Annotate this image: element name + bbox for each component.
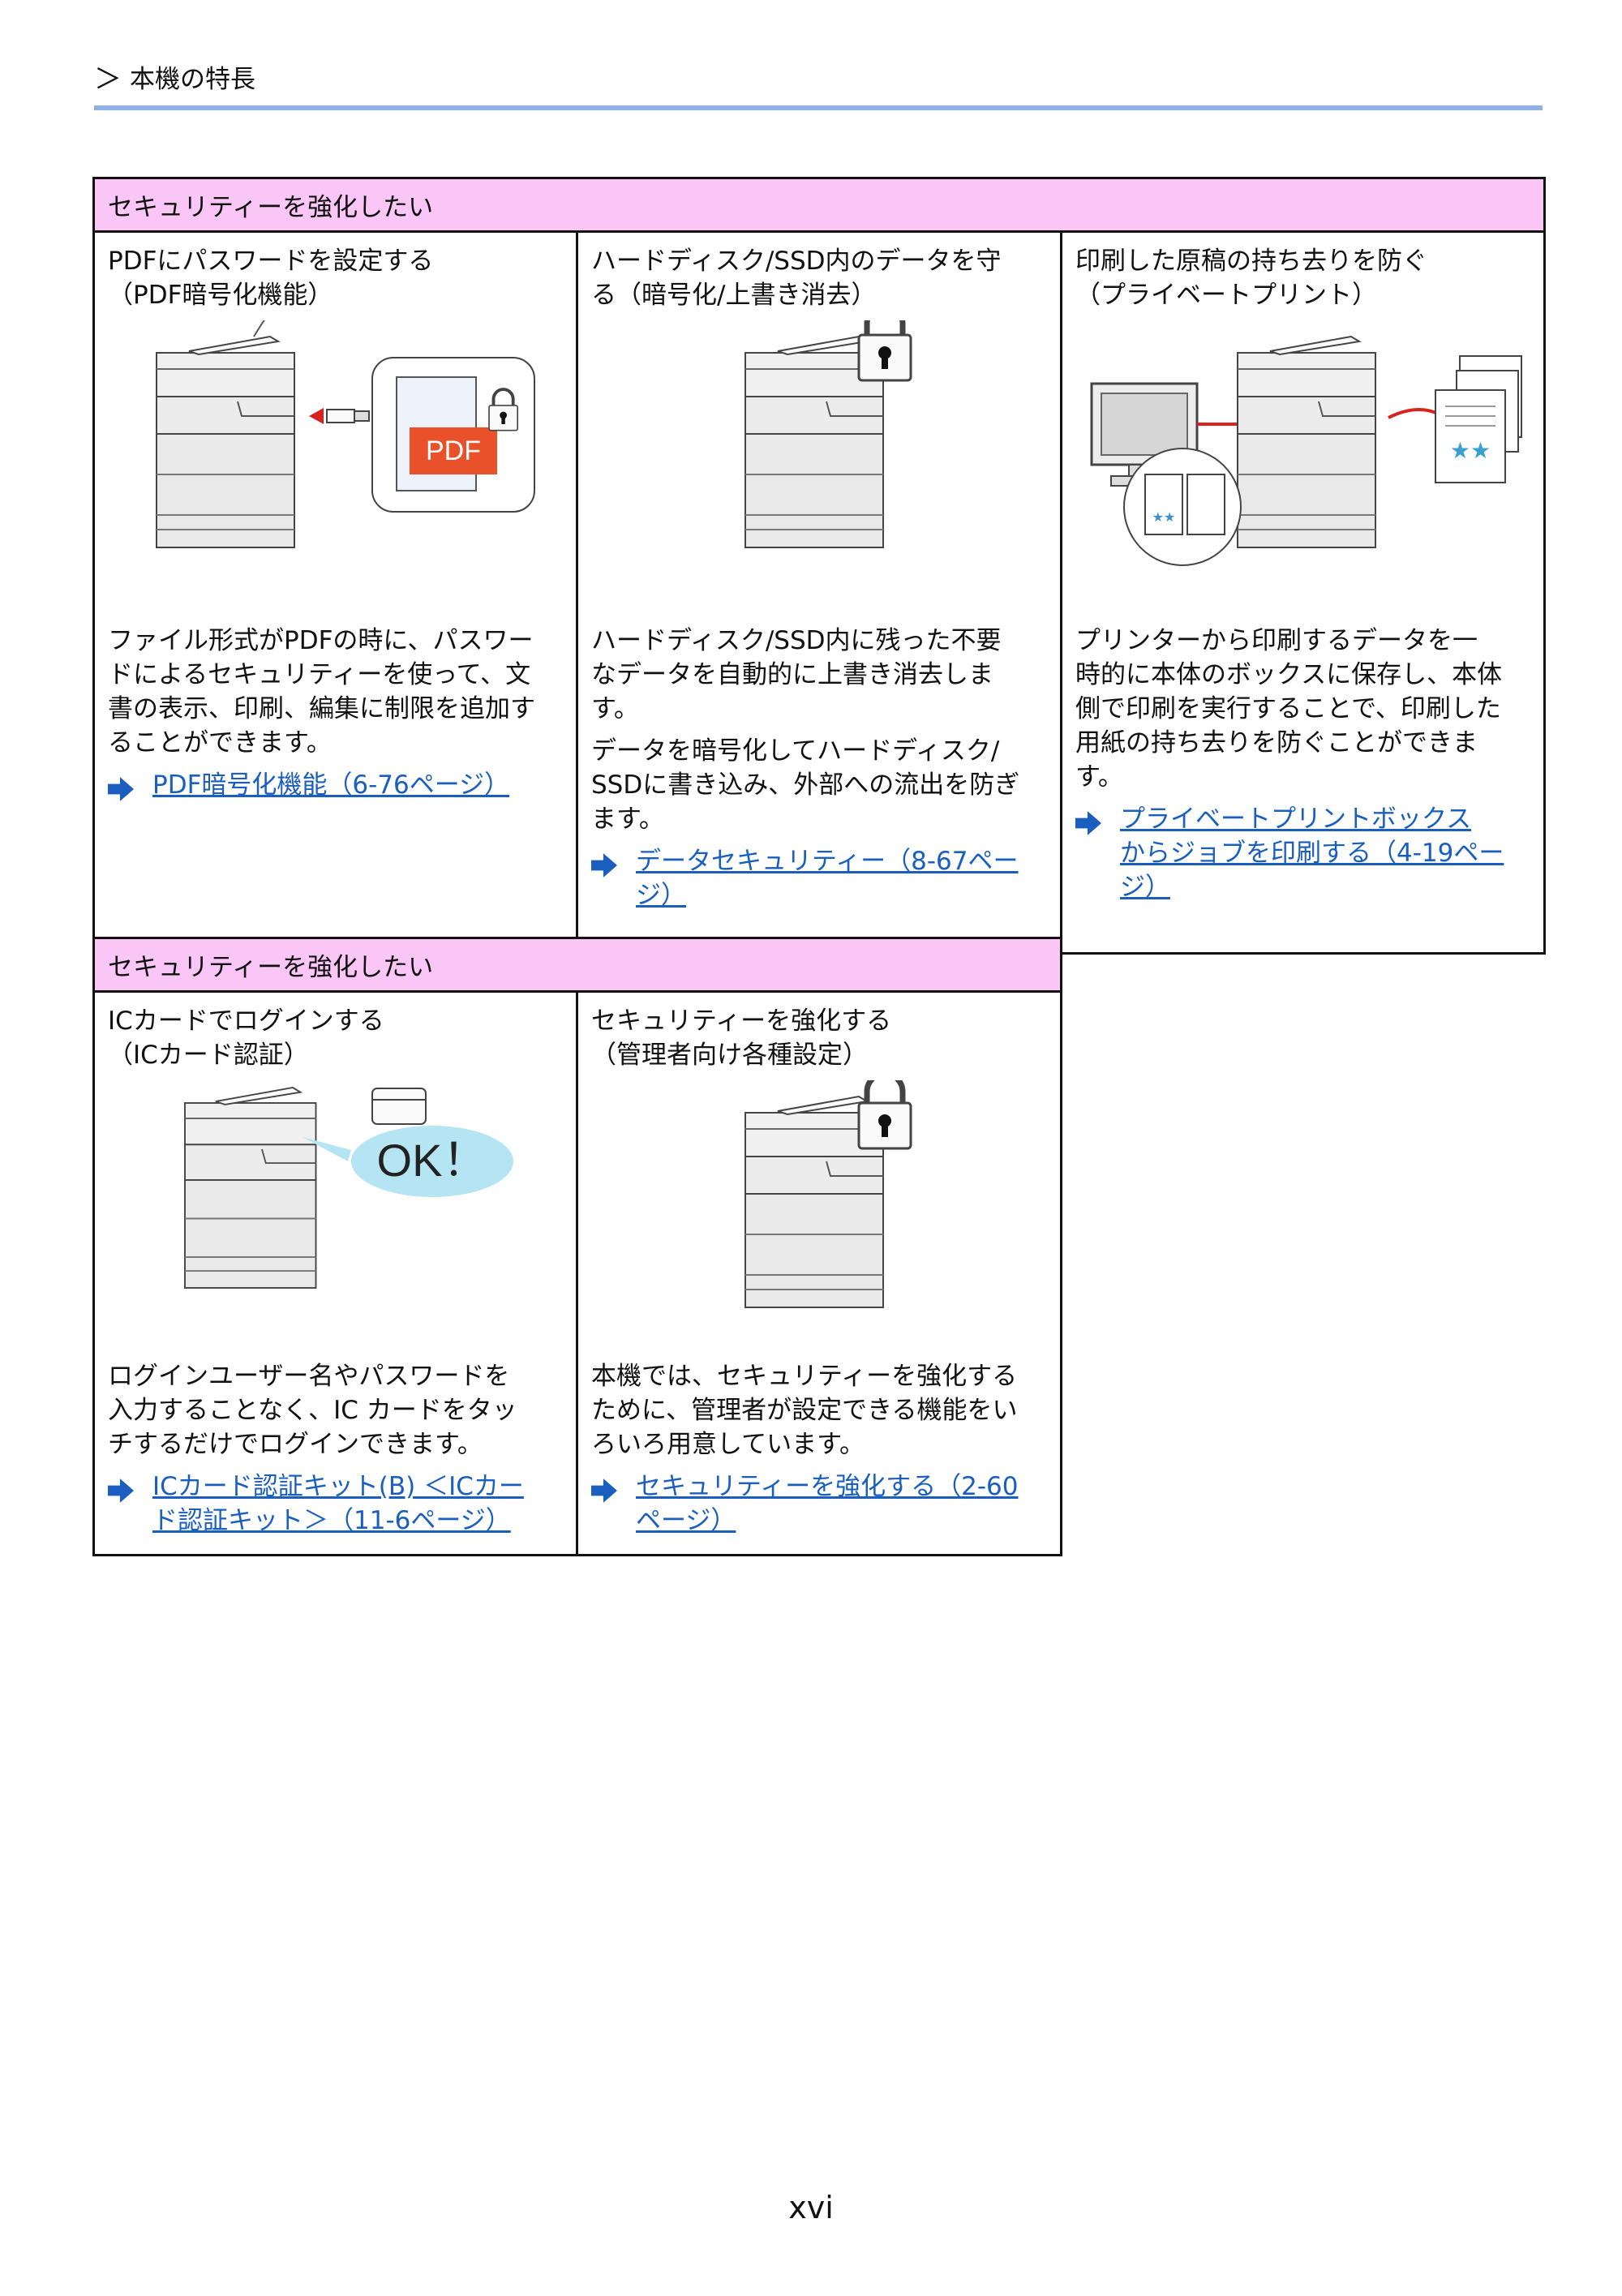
section-title: セキュリティーを強化したい [92, 937, 1063, 993]
feature-title: 印刷した原稿の持ち去りを防ぐ （プライベートプリント） [1075, 247, 1427, 310]
private-print-illustration: ★★ ★★ [1075, 320, 1530, 612]
feature-title: PDFにパスワードを設定する （PDF暗号化機能） [108, 247, 434, 310]
arrow-right-icon [591, 844, 636, 886]
feature-cell-pdf-encryption: PDFにパスワードを設定する （PDF暗号化機能） PDF [92, 230, 578, 955]
feature-description: ファイル形式がPDFの時に、パスワー ドによるセキュリティーを使って、文 書の表… [108, 626, 535, 757]
reference-link-row[interactable]: データセキュリティー（8-67ペー ジ） [591, 844, 1047, 912]
arrow-right-icon [1075, 802, 1120, 844]
feature-description: ログインユーザー名やパスワードを 入力することなく、IC カードをタッ チするだ… [108, 1362, 517, 1459]
arrow-right-icon [108, 768, 152, 810]
private-print-link[interactable]: プライベートプリントボックス からジョブを印刷する（4-19ペー ジ） [1120, 805, 1504, 902]
reference-link-row[interactable]: PDF暗号化機能（6-76ページ） [108, 768, 563, 810]
reference-link-row[interactable]: ICカード認証キット(B) ＜ICカー ド認証キット＞（11-6ページ） [108, 1470, 563, 1538]
feature-title: ICカードでログインする （ICカード認証） [108, 1006, 384, 1070]
pdf-encryption-illustration: PDF [108, 320, 563, 612]
arrow-right-icon [591, 1470, 636, 1512]
section-title: セキュリティーを強化したい [92, 177, 1546, 233]
feature-cell-data-security: ハードディスク/SSD内のデータを守 る（暗号化/上書き消去） ハードディスク/… [576, 230, 1062, 955]
pdf-encryption-link[interactable]: PDF暗号化機能（6-76ページ） [152, 770, 510, 800]
data-security-link[interactable]: データセキュリティー（8-67ペー ジ） [636, 847, 1019, 910]
feature-cell-admin-security: セキュリティーを強化する （管理者向け各種設定） 本機では、セキュリティーを強化… [575, 990, 1063, 1556]
breadcrumb: ＞ 本機の特長 [94, 57, 255, 97]
reference-link-row[interactable]: プライベートプリントボックス からジョブを印刷する（4-19ペー ジ） [1075, 802, 1530, 904]
pdf-label: PDF [426, 436, 481, 466]
feature-description-2: データを暗号化してハードディスク/ SSDに書き込み、外部への流出を防ぎ ます。 [591, 736, 1020, 834]
feature-description: 本機では、セキュリティーを強化する ために、管理者が設定できる機能をい ろいろ用… [591, 1362, 1018, 1459]
feature-description: プリンターから印刷するデータを一 時的に本体のボックスに保存し、本体 側で印刷を… [1075, 626, 1503, 792]
chevron-right-icon: ＞ [94, 63, 122, 96]
svg-text:★★: ★★ [1152, 509, 1176, 525]
admin-security-illustration [591, 1080, 1047, 1348]
section-security-1: セキュリティーを強化したい PDFにパスワードを設定する （PDF暗号化機能） [92, 177, 1546, 955]
admin-security-link[interactable]: セキュリティーを強化する（2-60 ページ） [636, 1472, 1019, 1535]
feature-cell-private-print: 印刷した原稿の持ち去りを防ぐ （プライベートプリント） ★★ [1060, 230, 1546, 955]
feature-cell-ic-card: ICカードでログインする （ICカード認証） OK！ ログインユーザー名やパスワ… [92, 990, 578, 1556]
reference-link-row[interactable]: セキュリティーを強化する（2-60 ページ） [591, 1470, 1047, 1538]
arrow-right-icon [108, 1470, 152, 1512]
ok-label: OK！ [377, 1135, 488, 1186]
feature-title: セキュリティーを強化する （管理者向け各種設定） [591, 1006, 892, 1070]
ic-card-illustration: OK！ [108, 1080, 563, 1348]
svg-text:★★: ★★ [1450, 437, 1491, 464]
feature-title: ハードディスク/SSD内のデータを守 る（暗号化/上書き消去） [591, 247, 1002, 310]
page-number: xvi [788, 2190, 834, 2225]
data-security-illustration [591, 320, 1047, 612]
section-security-2: セキュリティーを強化したい ICカードでログインする （ICカード認証） OK！… [92, 937, 1063, 1556]
header-rule [94, 105, 1543, 110]
feature-description: ハードディスク/SSD内に残った不要 なデータを自動的に上書き消去しま す。 [591, 626, 1002, 723]
ic-card-link[interactable]: ICカード認証キット(B) ＜ICカー ド認証キット＞（11-6ページ） [152, 1472, 524, 1535]
breadcrumb-label: 本機の特長 [130, 65, 255, 94]
